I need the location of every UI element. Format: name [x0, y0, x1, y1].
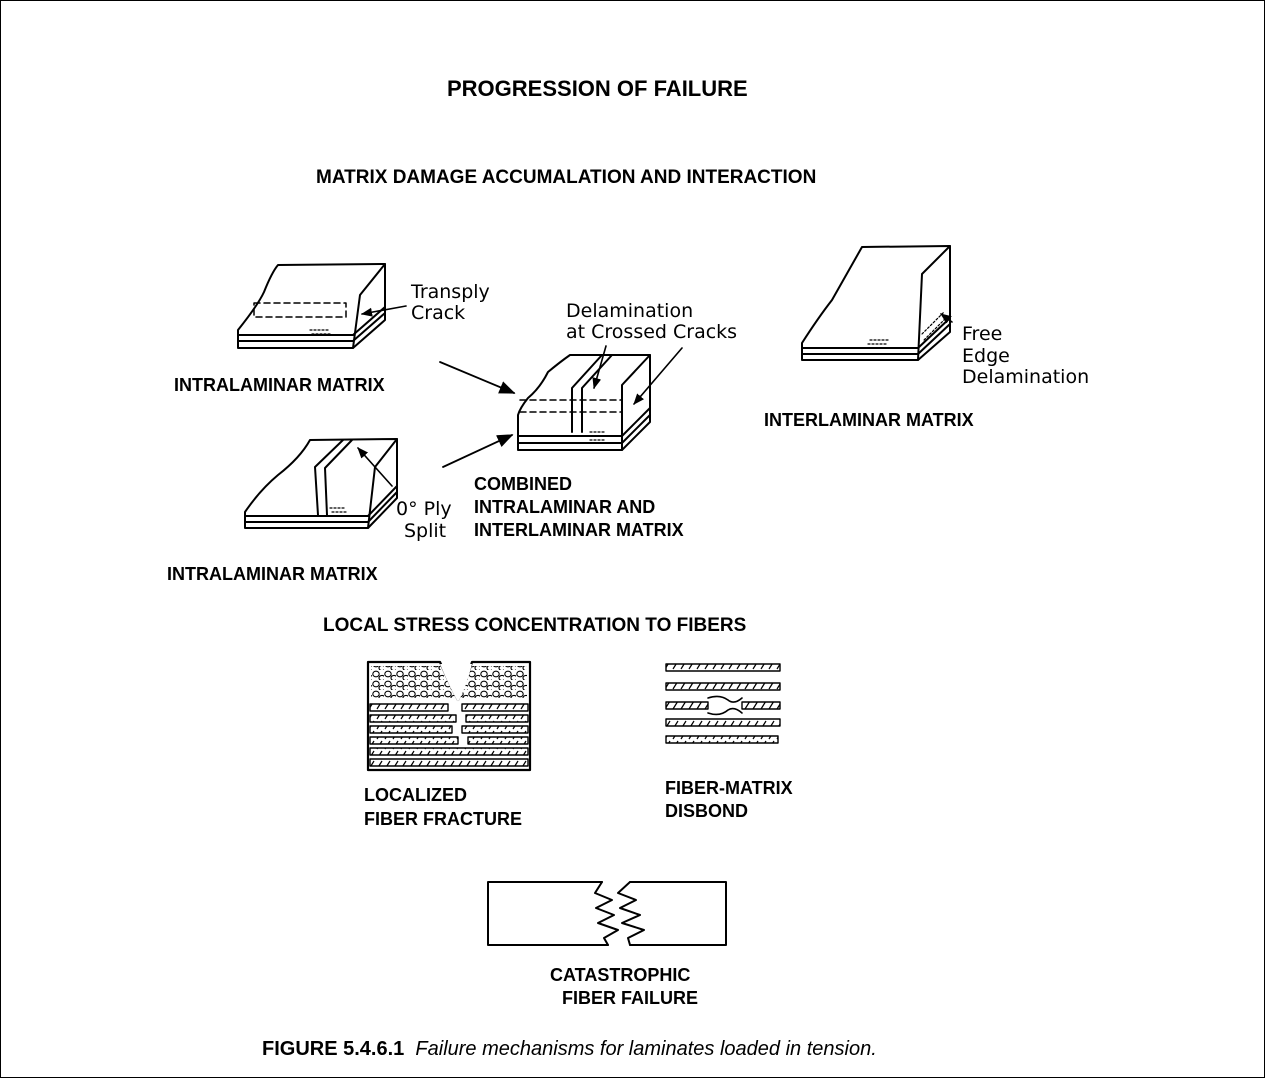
figure-title: PROGRESSION OF FAILURE: [447, 76, 748, 101]
callout-delamination-line1: Delamination: [566, 300, 694, 322]
label-combined-line3: INTERLAMINAR MATRIX: [474, 520, 684, 540]
laminate-combined: [517, 354, 651, 451]
callout-ply-split-line1: 0° Ply: [396, 498, 452, 520]
callout-free-edge-line2: Edge: [962, 345, 1010, 367]
label-intralaminar-bottom: INTRALAMINAR MATRIX: [167, 564, 378, 584]
section-heading-matrix: MATRIX DAMAGE ACCUMALATION AND INTERACTI…: [316, 167, 817, 188]
label-catastrophic-line1: CATASTROPHIC: [550, 965, 691, 985]
label-combined-line2: INTRALAMINAR AND: [474, 497, 656, 517]
figure-caption-text: Failure mechanisms for laminates loaded …: [415, 1038, 877, 1060]
label-combined-line1: COMBINED: [474, 474, 572, 494]
label-disbond-line1: FIBER-MATRIX: [665, 778, 793, 798]
fiber-fracture-block: [366, 660, 532, 772]
figure-caption: FIGURE 5.4.6.1 Failure mechanisms for la…: [262, 1038, 877, 1061]
label-localized-line1: LOCALIZED: [364, 785, 467, 805]
section-heading-fibers: LOCAL STRESS CONCENTRATION TO FIBERS: [323, 615, 747, 636]
catastrophic-failure-bar: [487, 881, 727, 946]
label-disbond-line2: DISBOND: [665, 801, 749, 821]
label-localized-line2: FIBER FRACTURE: [364, 809, 522, 829]
label-intralaminar-top: INTRALAMINAR MATRIX: [174, 375, 385, 395]
figure-number: FIGURE 5.4.6.1: [262, 1038, 405, 1060]
callout-delamination-line2: at Crossed Cracks: [566, 321, 738, 343]
laminate-ply-split: [244, 438, 398, 529]
label-interlaminar: INTERLAMINAR MATRIX: [764, 410, 974, 430]
callout-transply-line2: Crack: [411, 302, 466, 324]
callout-ply-split-line2: Split: [404, 520, 447, 542]
callout-free-edge-line1: Free: [962, 323, 1003, 345]
label-catastrophic-line2: FIBER FAILURE: [562, 988, 699, 1008]
laminate-transply-crack: [237, 263, 386, 349]
callout-free-edge-line3: Delamination: [962, 366, 1090, 388]
laminate-free-edge: [801, 245, 951, 361]
callout-transply-line1: Transply: [411, 281, 490, 303]
